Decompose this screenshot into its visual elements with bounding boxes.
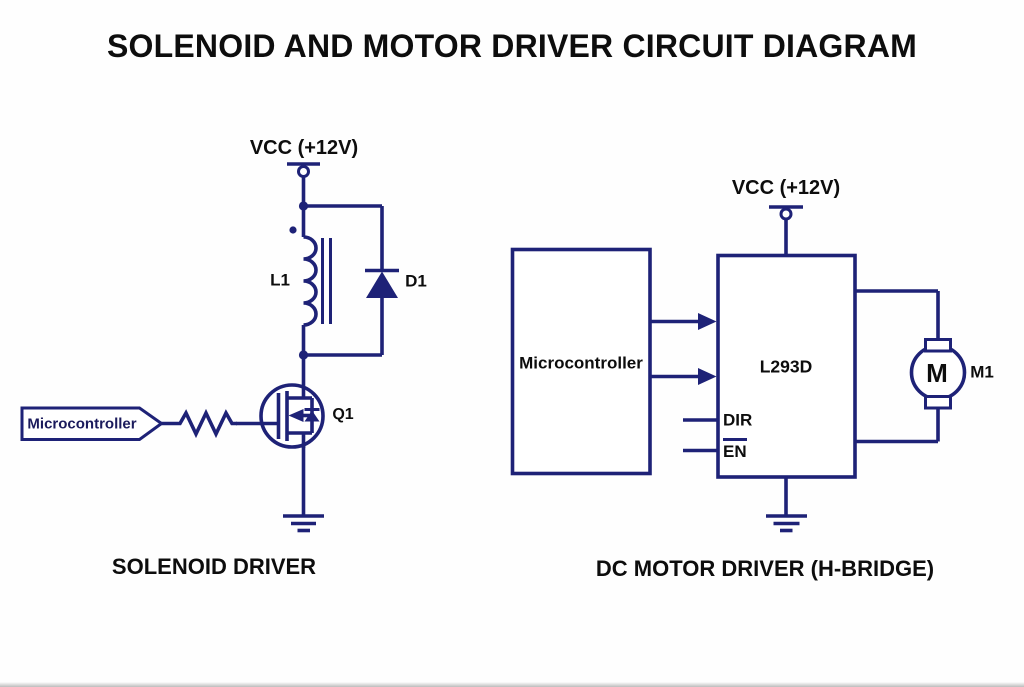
mosfet-Q1: [236, 355, 325, 449]
en-pin-label: EN: [723, 438, 747, 460]
flyback-diode-D1: [304, 268, 399, 357]
vcc-label-motor: VCC (+12V): [731, 177, 841, 199]
motor-M1-symbol: [855, 289, 967, 444]
microcontroller-box: [510, 247, 652, 476]
dir-pin-label: DIR: [723, 410, 753, 430]
arrowhead: [698, 313, 717, 330]
l293d-ic-label: L293D: [759, 356, 813, 377]
signal-arrows: [650, 313, 717, 385]
vcc-label-solenoid: VCC (+12V): [249, 137, 359, 159]
microcontroller-box-label: Microcontroller: [519, 353, 643, 373]
en-overline-text: EN: [723, 438, 747, 460]
microcontroller-flag-label: Microcontroller: [27, 415, 137, 433]
inductor-ref-label: L1: [270, 270, 290, 290]
motor-terminal: [924, 338, 952, 353]
motor-ref-label: M1: [970, 362, 994, 382]
dir-en-stubs: [683, 418, 718, 453]
page-title: SOLENOID AND MOTOR DRIVER CIRCUIT DIAGRA…: [107, 28, 917, 64]
vcc-terminal-motor: [769, 205, 803, 256]
motor-symbol-label: M: [926, 358, 948, 388]
solenoid-coil-L1: [289, 204, 332, 360]
motor-driver-caption: DC MOTOR DRIVER (H-BRIDGE): [595, 556, 935, 581]
motor-terminal: [924, 395, 952, 410]
image-bottom-shadow: [0, 682, 1024, 687]
body-diode-triangle: [304, 410, 320, 422]
vcc-terminal-solenoid: [287, 162, 320, 206]
diode-ref-label: D1: [405, 271, 427, 291]
ground-solenoid: [283, 446, 324, 533]
polarity-dot: [289, 226, 297, 234]
arrowhead: [698, 368, 717, 385]
transistor-ref-label: Q1: [332, 406, 354, 423]
ground-motor: [766, 477, 807, 533]
solenoid-driver-caption: SOLENOID DRIVER: [111, 554, 317, 579]
gate-resistor: [161, 408, 237, 439]
source-arrow: [288, 409, 304, 422]
microcontroller-flag: [20, 406, 165, 441]
